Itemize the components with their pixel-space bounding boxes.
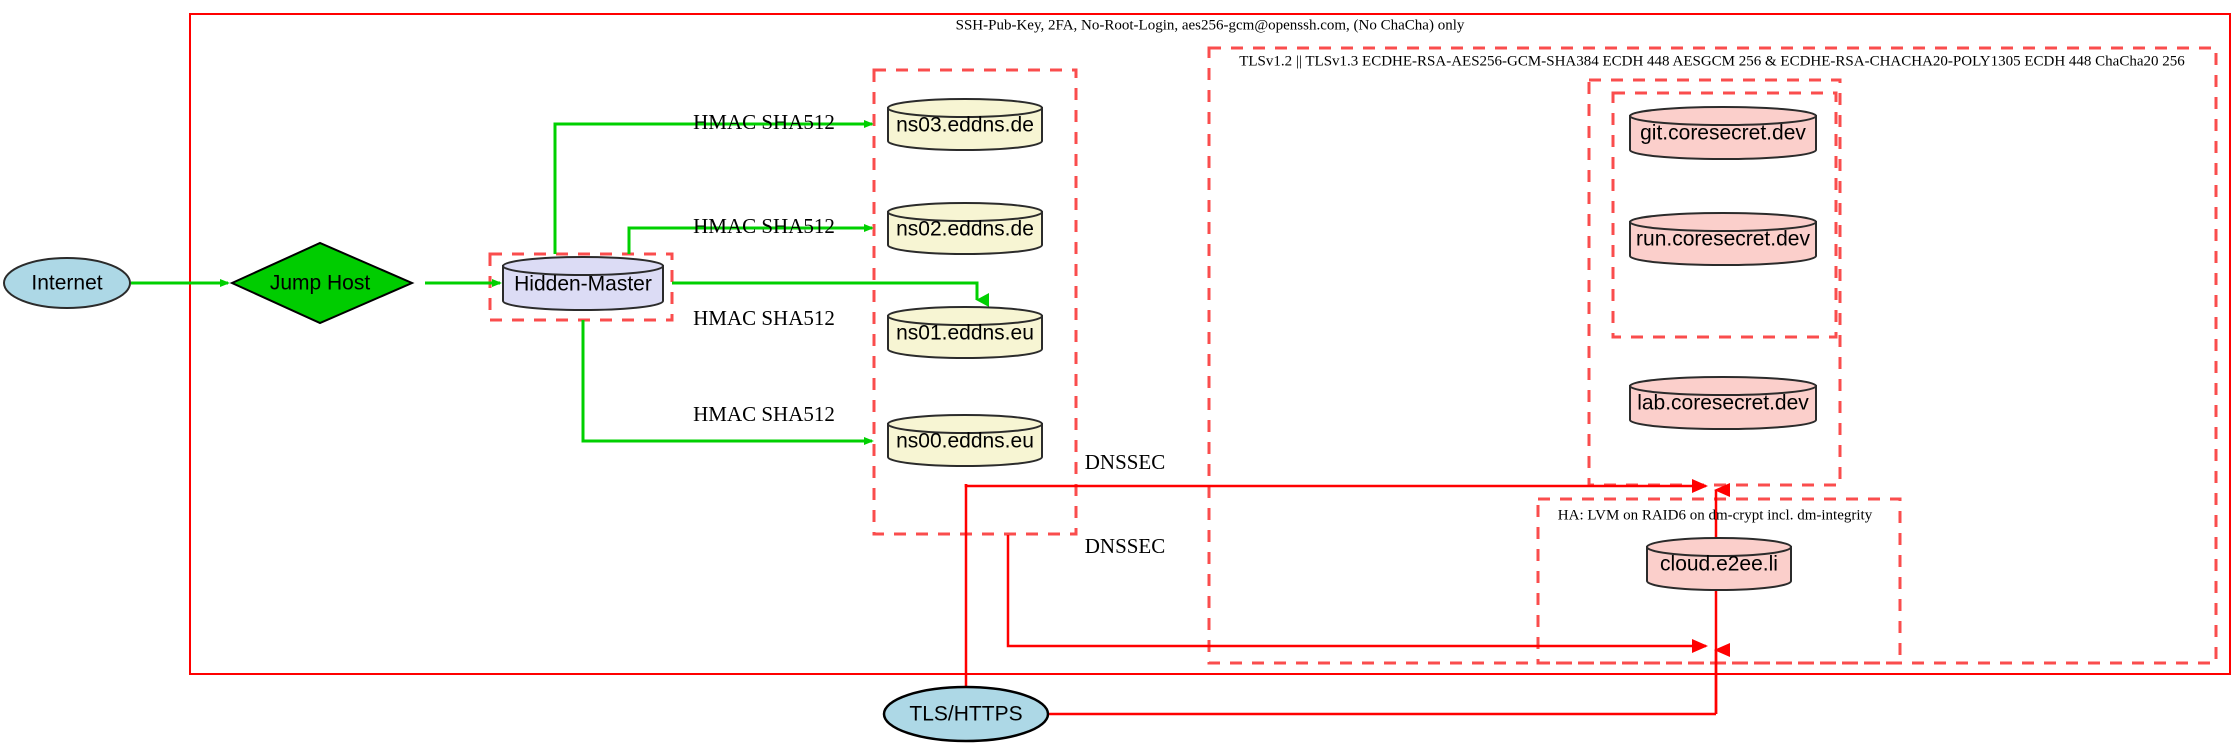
edge-label-hmac-ns02: HMAC SHA512 <box>693 214 835 238</box>
edge-dnssec-to-cloud <box>1006 535 1708 653</box>
node-label-ns02: ns02.eddns.de <box>896 218 1034 241</box>
node-ns00[interactable]: ns00.eddns.eu <box>887 414 1043 467</box>
edge-label-hmac-ns01: HMAC SHA512 <box>693 306 835 330</box>
edge-label-dnssec-core: DNSSEC <box>1085 450 1166 474</box>
node-ns02[interactable]: ns02.eddns.de <box>887 202 1043 255</box>
node-label-internet: Internet <box>31 272 102 295</box>
node-label-hidden-master: Hidden-Master <box>514 273 652 296</box>
node-lab-coresecret[interactable]: lab.coresecret.dev <box>1629 376 1817 430</box>
edge-hidden-master-to-ns01 <box>672 281 989 307</box>
node-jump-host[interactable]: Jump Host <box>229 241 415 325</box>
edge-tls-to-cloud <box>1048 643 1730 716</box>
edge-label-hmac-ns00: HMAC SHA512 <box>693 402 835 426</box>
cluster-label-tls: TLSv1.2 || TLSv1.3 ECDHE-RSA-AES256-GCM-… <box>1239 53 2185 69</box>
cluster-label-ha: HA: LVM on RAID6 on dm-crypt incl. dm-in… <box>1558 507 1873 523</box>
cluster-dns-boundary <box>872 68 1078 536</box>
node-label-ns01: ns01.eddns.eu <box>896 322 1034 345</box>
node-label-tls-https: TLS/HTTPS <box>909 703 1022 726</box>
node-run-coresecret[interactable]: run.coresecret.dev <box>1629 212 1817 266</box>
edge-hidden-master-to-ns03 <box>553 120 874 254</box>
edge-label-dnssec-cloud: DNSSEC <box>1085 534 1166 558</box>
node-label-run: run.coresecret.dev <box>1636 228 1810 251</box>
node-label-cloud: cloud.e2ee.li <box>1660 553 1778 576</box>
cluster-inner-core-boundary <box>1611 91 1838 339</box>
node-label-ns00: ns00.eddns.eu <box>896 430 1034 453</box>
node-internet[interactable]: Internet <box>3 257 131 309</box>
node-ns01[interactable]: ns01.eddns.eu <box>887 306 1043 359</box>
edge-hidden-master-to-ns00 <box>581 320 874 445</box>
node-hidden-master[interactable]: Hidden-Master <box>502 256 664 311</box>
node-label-lab: lab.coresecret.dev <box>1637 392 1809 415</box>
edge-hidden-master-to-ns02 <box>627 224 874 254</box>
node-tls-https[interactable]: TLS/HTTPS <box>882 685 1050 743</box>
cluster-ssh-boundary <box>189 13 2231 675</box>
node-label-ns03: ns03.eddns.de <box>896 114 1034 137</box>
node-label-jump-host: Jump Host <box>270 272 371 295</box>
node-cloud-e2ee[interactable]: cloud.e2ee.li <box>1646 537 1792 591</box>
cluster-label-ssh: SSH-Pub-Key, 2FA, No-Root-Login, aes256-… <box>956 17 1465 33</box>
node-label-git: git.coresecret.dev <box>1640 122 1806 145</box>
cluster-tls-boundary <box>1207 46 2218 665</box>
node-ns03[interactable]: ns03.eddns.de <box>887 98 1043 151</box>
cluster-ha-boundary <box>1536 497 1902 665</box>
edge-label-hmac-ns03: HMAC SHA512 <box>693 110 835 134</box>
cluster-master-boundary <box>488 252 674 322</box>
node-git-coresecret[interactable]: git.coresecret.dev <box>1629 106 1817 160</box>
